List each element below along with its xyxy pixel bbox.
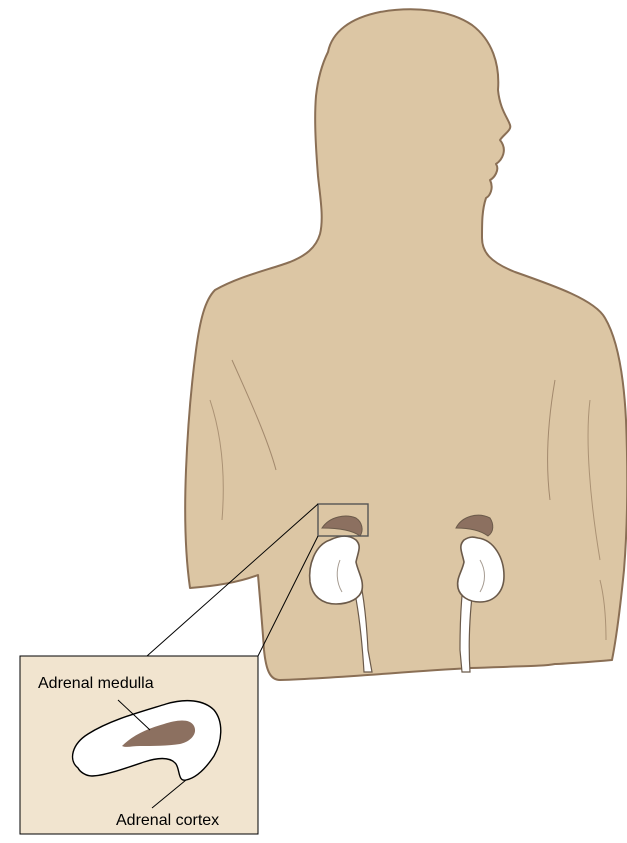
adrenal-cortex-label: Adrenal cortex [116,813,219,829]
human-torso [185,9,627,680]
adrenal-medulla-label: Adrenal medulla [38,676,154,692]
torso-silhouette [185,9,627,680]
